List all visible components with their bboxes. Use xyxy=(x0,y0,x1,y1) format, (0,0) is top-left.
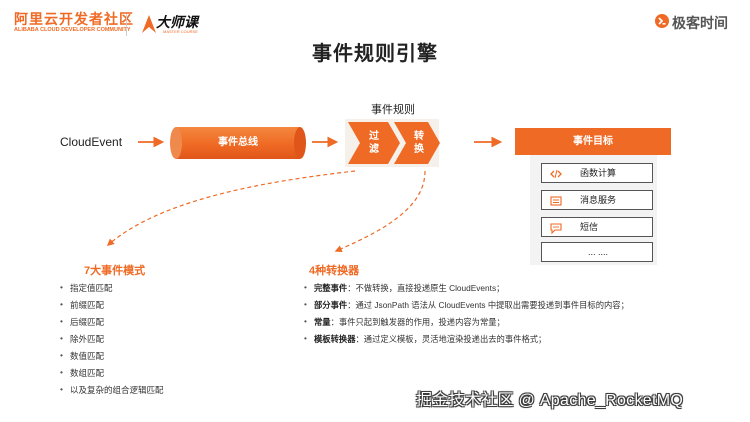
converter-item: 完整事件：不做转换，直接投递原生 CloudEvents； xyxy=(304,282,504,294)
convert-label: 转换 xyxy=(414,131,424,155)
converter-item: 模板转换器：通过定义模板，灵活地渲染投递出去的事件格式； xyxy=(304,333,546,345)
converter-item: 部分事件：通过 JsonPath 语法从 CloudEvents 中提取出需要投… xyxy=(304,299,629,311)
mode-item: 以及复杂的组合逻辑匹配 xyxy=(60,384,163,396)
target-item-more: ... .... xyxy=(541,242,653,262)
mode-item: 数组匹配 xyxy=(60,367,104,379)
master-course-logo-text: 大师课 xyxy=(156,14,198,30)
geektime-logo-text: 极客时间 xyxy=(672,15,728,31)
code-icon xyxy=(550,169,562,179)
converter-item: 常量：事件只起到触发器的作用，投递内容为常量； xyxy=(304,316,505,328)
target-item-function-compute: 函数计算 xyxy=(541,163,653,183)
alibaba-cloud-logo-subtext: ALIBABA CLOUD DEVELOPER COMMUNITY xyxy=(14,27,131,33)
mode-item: 后缀匹配 xyxy=(60,316,104,328)
event-bus-cylinder xyxy=(170,127,306,159)
page-title: 事件规则引擎 xyxy=(312,43,438,65)
geektime-logo-icon xyxy=(655,14,669,28)
watermark: 掘金技术社区 @ Apache_RocketMQ xyxy=(416,392,684,409)
master-course-logo-subtext: MASTER COURSE xyxy=(163,29,198,34)
master-course-logo-icon xyxy=(142,15,156,33)
target-header: 事件目标 xyxy=(515,128,671,155)
target-item-sms: 短信 xyxy=(541,217,653,237)
rules-label: 事件规则 xyxy=(371,104,415,116)
target-item-message-service: 消息服务 xyxy=(541,190,653,210)
mode-item: 除外匹配 xyxy=(60,333,104,345)
source-label: CloudEvent xyxy=(60,135,123,149)
header-divider xyxy=(126,14,127,36)
event-bus-label: 事件总线 xyxy=(218,137,258,148)
filter-label: 过滤 xyxy=(369,131,379,155)
convert-chevron xyxy=(394,122,440,164)
mode-item: 指定值匹配 xyxy=(60,282,112,294)
dashed-arrow-to-converters xyxy=(334,170,426,253)
filter-chevron xyxy=(348,122,400,164)
message-queue-icon xyxy=(550,196,562,206)
alibaba-cloud-logo-text: 阿里云开发者社区 xyxy=(14,11,134,27)
sms-icon xyxy=(550,223,562,234)
modes-title: 7大事件模式 xyxy=(84,265,146,277)
mode-item: 前缀匹配 xyxy=(60,299,104,311)
converters-title: 4种转换器 xyxy=(309,265,360,277)
dashed-arrow-to-modes xyxy=(106,170,356,246)
mode-item: 数值匹配 xyxy=(60,350,104,362)
